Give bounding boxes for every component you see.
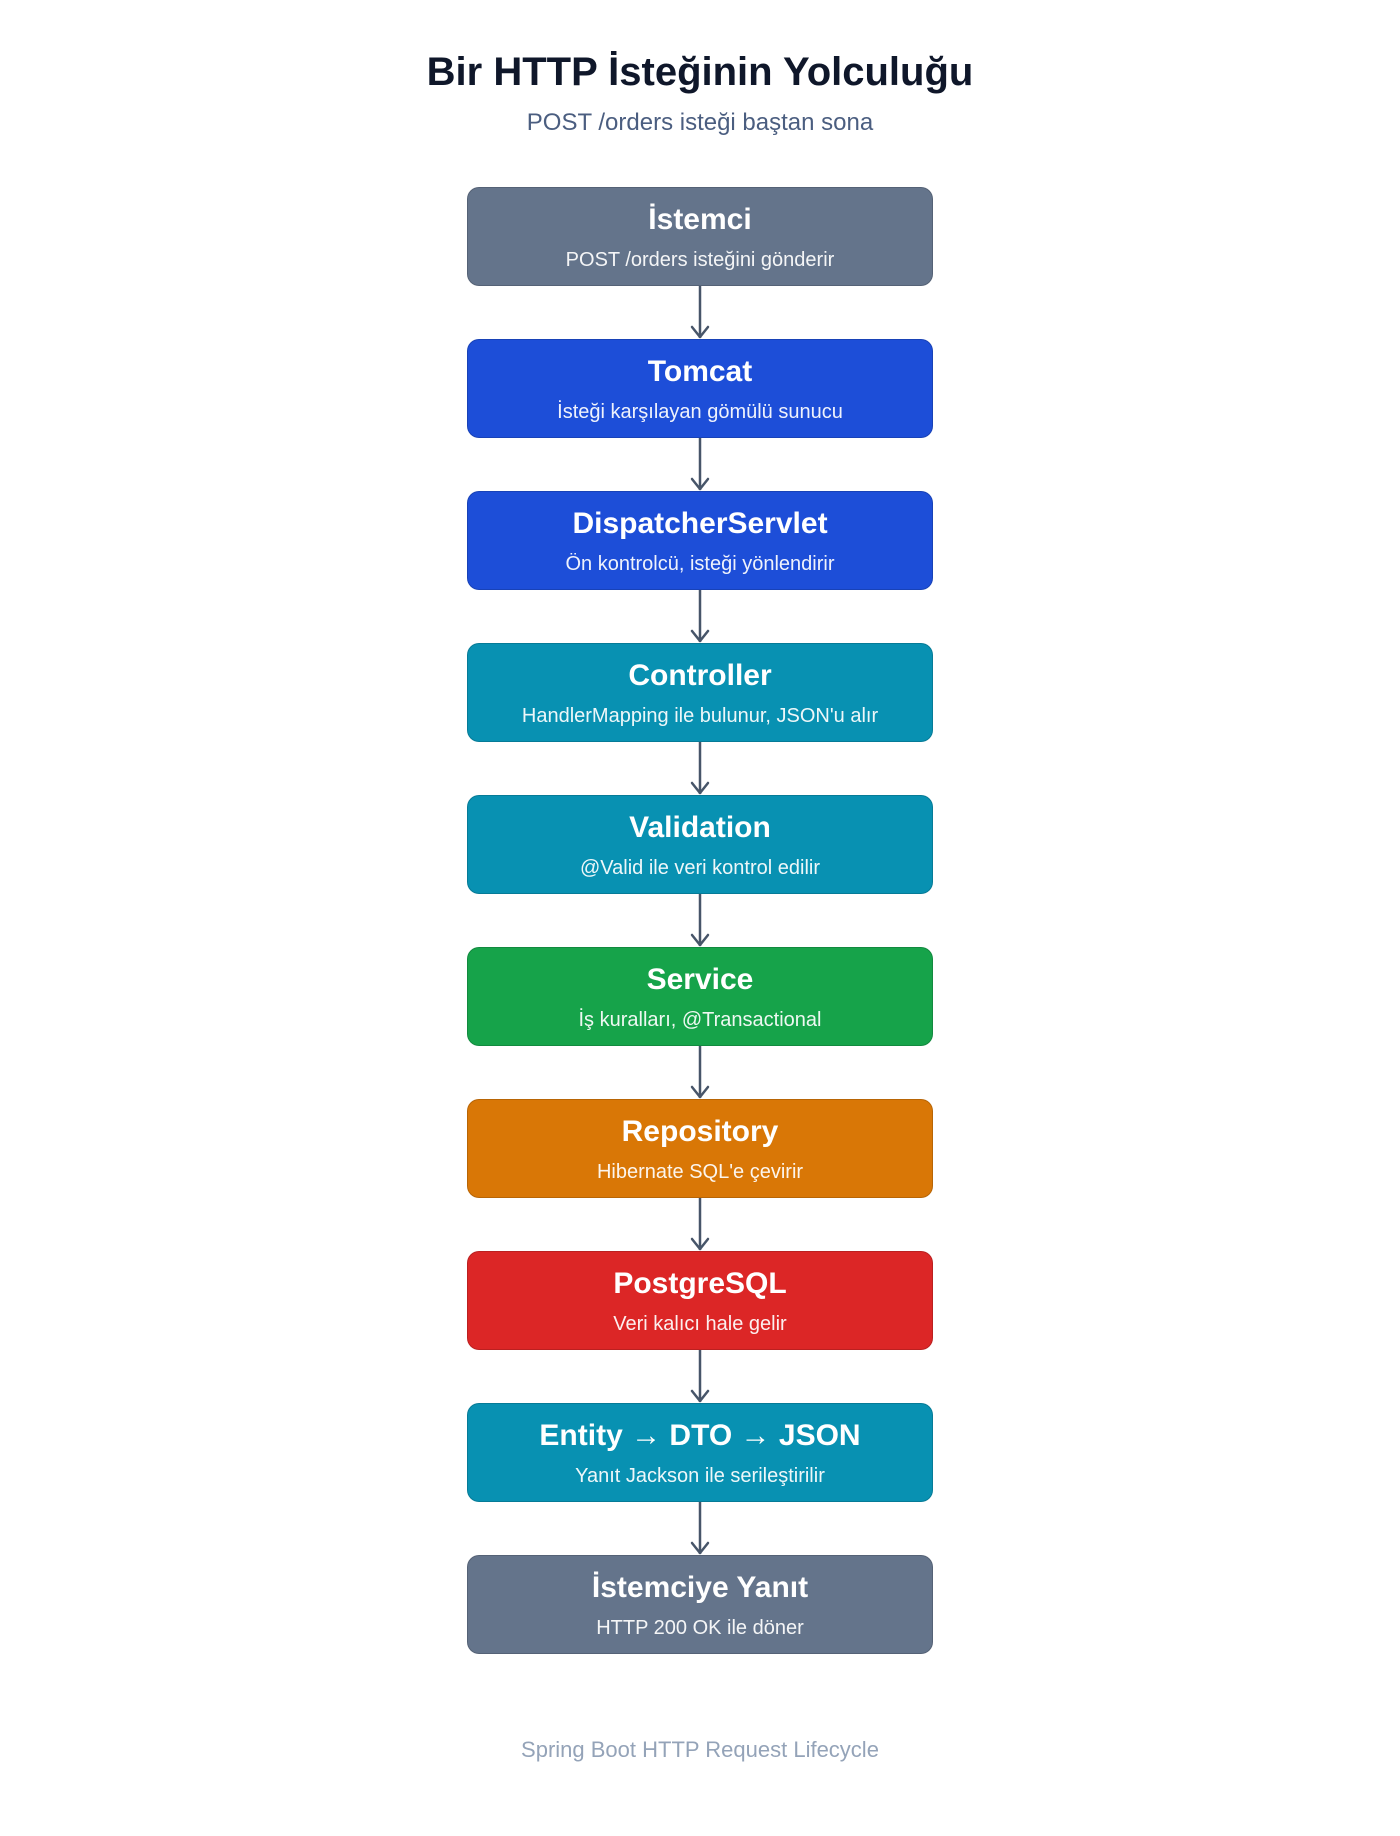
flow-step: Entity → DTO → JSON Yanıt Jackson ile ser… [467,1403,933,1502]
flow-step: Service İş kuralları, @Transactional [467,947,933,1046]
flow-step-description: Yanıt Jackson ile serileştirilir [575,1465,825,1487]
flow-step-title: PostgreSQL [613,1267,787,1300]
connector-arrow [690,438,710,491]
connector-arrow [690,1046,710,1099]
connector-arrow [690,894,710,947]
connector-arrow [690,1198,710,1251]
flow-step: Validation @Valid ile veri kontrol edilir [467,795,933,894]
flow-step-description: POST /orders isteğini gönderir [565,249,835,271]
connector-arrow [690,1502,710,1555]
page-title: Bir HTTP İsteğinin Yolculuğu [426,50,974,94]
page-subtitle: POST /orders isteği baştan sona [526,109,874,136]
flow-step: PostgreSQL Veri kalıcı hale gelir [467,1251,933,1350]
connector-arrow [690,590,710,643]
flow-step-title: Validation [629,811,771,844]
flow-step-description: Veri kalıcı hale gelir [613,1313,787,1335]
connector-arrow [690,286,710,339]
flow-step-description: HTTP 200 OK ile döner [596,1617,804,1639]
flow-step-description: İş kuralları, @Transactional [578,1009,822,1031]
flow-step-description: Hibernate SQL'e çevirir [596,1161,804,1183]
connector-arrow [690,742,710,795]
flow-step-title: DispatcherServlet [572,507,828,540]
flow-step-description: Ön kontrolcü, isteği yönlendirir [565,553,835,575]
connector-arrow [690,1350,710,1403]
flow-step-description: @Valid ile veri kontrol edilir [579,857,821,879]
flow-step: DispatcherServlet Ön kontrolcü, isteği yö… [467,491,933,590]
flow-step-title: İstemciye Yanıt [591,1571,809,1604]
footer-caption: Spring Boot HTTP Request Lifecycle [521,1737,879,1762]
flow-step-title: Controller [628,659,772,692]
flow-step-description: HandlerMapping ile bulunur, JSON'u alır [521,705,879,727]
flow-step-description: İsteği karşılayan gömülü sunucu [557,401,843,423]
flow-step-title: Service [646,963,754,996]
flow-step-title: İstemci [648,203,752,236]
flow-step-title: Entity → DTO → JSON [539,1419,861,1452]
flow-step-title: Repository [621,1115,779,1148]
flow-step-title: Tomcat [647,355,753,388]
